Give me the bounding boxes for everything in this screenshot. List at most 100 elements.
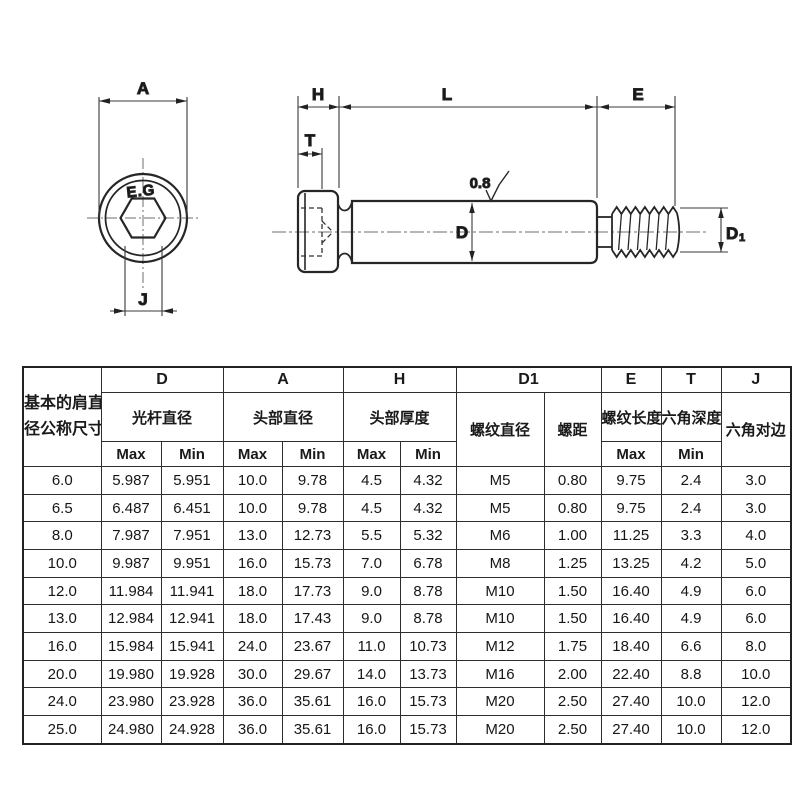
table-cell: 8.0 — [22, 521, 102, 551]
table-cell: 14.0 — [342, 659, 401, 689]
table-cell: 13.0 — [222, 521, 283, 551]
table-cell: 12.0 — [720, 687, 792, 717]
table-cell: 27.40 — [600, 687, 662, 717]
table-cell: 18.0 — [222, 604, 283, 634]
table-cell: 36.0 — [222, 715, 283, 745]
table-cell: 16.0 — [342, 715, 401, 745]
header-name-head-height: 头部厚度 — [342, 392, 457, 442]
table-cell: 35.61 — [281, 715, 344, 745]
table-cell: 12.941 — [160, 604, 224, 634]
table-cell: 10.0 — [660, 687, 722, 717]
header-letter-e: E — [600, 366, 662, 393]
table-cell: 27.40 — [600, 715, 662, 745]
dim-a — [98, 97, 188, 218]
table-cell: 18.40 — [600, 632, 662, 661]
table-cell: 5.987 — [100, 466, 162, 495]
table-cell: 2.50 — [543, 687, 602, 717]
technical-drawing: A J E.G — [87, 79, 746, 316]
table-cell: 5.5 — [342, 521, 401, 551]
table-cell: 1.50 — [543, 576, 602, 606]
table-cell: 8.8 — [660, 659, 722, 689]
table-cell: 17.73 — [281, 576, 344, 606]
table-cell: 6.78 — [399, 549, 457, 578]
table-cell: 9.78 — [281, 493, 344, 523]
table-cell: 1.50 — [543, 604, 602, 634]
hex-socket-hidden-lines — [301, 207, 334, 257]
table-cell: 16.0 — [342, 687, 401, 717]
table-cell: 5.0 — [720, 549, 792, 578]
table-cell: 11.25 — [600, 521, 662, 551]
table-cell: 6.0 — [720, 576, 792, 606]
dim-label-t: T — [305, 131, 316, 150]
dim-top-chain — [297, 96, 676, 206]
table-cell: 22.40 — [600, 659, 662, 689]
table-cell: 10.73 — [399, 632, 457, 661]
table-cell: 1.25 — [543, 549, 602, 578]
table-cell: 15.73 — [281, 549, 344, 578]
table-cell: M8 — [455, 549, 545, 578]
dim-label-d: D — [456, 223, 468, 242]
table-cell: 35.61 — [281, 687, 344, 717]
table-cell: 4.0 — [720, 521, 792, 551]
table-cell: 10.0 — [222, 493, 283, 523]
table-cell: 12.0 — [22, 576, 102, 606]
table-cell: 9.0 — [342, 604, 401, 634]
table-cell: 2.4 — [660, 493, 722, 523]
header-letter-d: D — [100, 366, 224, 393]
header-name-thread-dia: 螺纹直径 — [455, 392, 545, 467]
table-cell: 15.984 — [100, 632, 162, 661]
table-cell: M5 — [455, 466, 545, 495]
header-name-hex-depth: 六角深度 — [660, 392, 722, 442]
table-cell: 7.987 — [100, 521, 162, 551]
table-cell: 3.0 — [720, 493, 792, 523]
shoulder-shank — [350, 199, 599, 265]
table-cell: 9.78 — [281, 466, 344, 495]
dim-label-e: E — [632, 85, 643, 104]
table-cell: 6.0 — [720, 604, 792, 634]
front-view: A J E.G — [87, 79, 200, 316]
table-cell: 23.67 — [281, 632, 344, 661]
table-cell: 19.928 — [160, 659, 224, 689]
table-cell: 9.75 — [600, 493, 662, 523]
table-cell: 12.984 — [100, 604, 162, 634]
side-view: H L E T D 0.8 — [272, 85, 746, 274]
table-cell: 7.951 — [160, 521, 224, 551]
table-cell: M12 — [455, 632, 545, 661]
header-name-shank-dia: 光杆直径 — [100, 392, 224, 442]
table-cell: 3.3 — [660, 521, 722, 551]
table-cell: 3.0 — [720, 466, 792, 495]
dim-label-j: J — [138, 290, 147, 309]
dim-d — [469, 203, 475, 261]
table-cell: 9.951 — [160, 549, 224, 578]
table-cell: 0.80 — [543, 493, 602, 523]
spec-table-header: 基本的肩直 径公称尺寸 D A H D1 E T J 光杆直径 头部直径 头部厚… — [22, 366, 792, 467]
dim-label-l: L — [442, 85, 452, 104]
table-cell: M10 — [455, 576, 545, 606]
table-cell: 23.980 — [100, 687, 162, 717]
table-cell: 11.984 — [100, 576, 162, 606]
table-cell: 11.0 — [342, 632, 401, 661]
dim-label-h: H — [312, 85, 324, 104]
table-cell: 24.980 — [100, 715, 162, 745]
header-sub-max: Max — [600, 441, 662, 467]
dim-label-a: A — [137, 79, 149, 98]
header-sub-min: Min — [160, 441, 224, 467]
table-cell: 4.32 — [399, 493, 457, 523]
dim-t — [298, 148, 323, 189]
socket-marking-label: E.G — [126, 182, 156, 202]
header-letter-t: T — [660, 366, 722, 393]
header-sub-min: Min — [281, 441, 344, 467]
table-cell: 15.73 — [399, 715, 457, 745]
table-cell: 4.2 — [660, 549, 722, 578]
thread-neck — [597, 216, 612, 248]
table-cell: 23.928 — [160, 687, 224, 717]
table-cell: 10.0 — [660, 715, 722, 745]
table-cell: 16.40 — [600, 604, 662, 634]
table-cell: 4.9 — [660, 604, 722, 634]
